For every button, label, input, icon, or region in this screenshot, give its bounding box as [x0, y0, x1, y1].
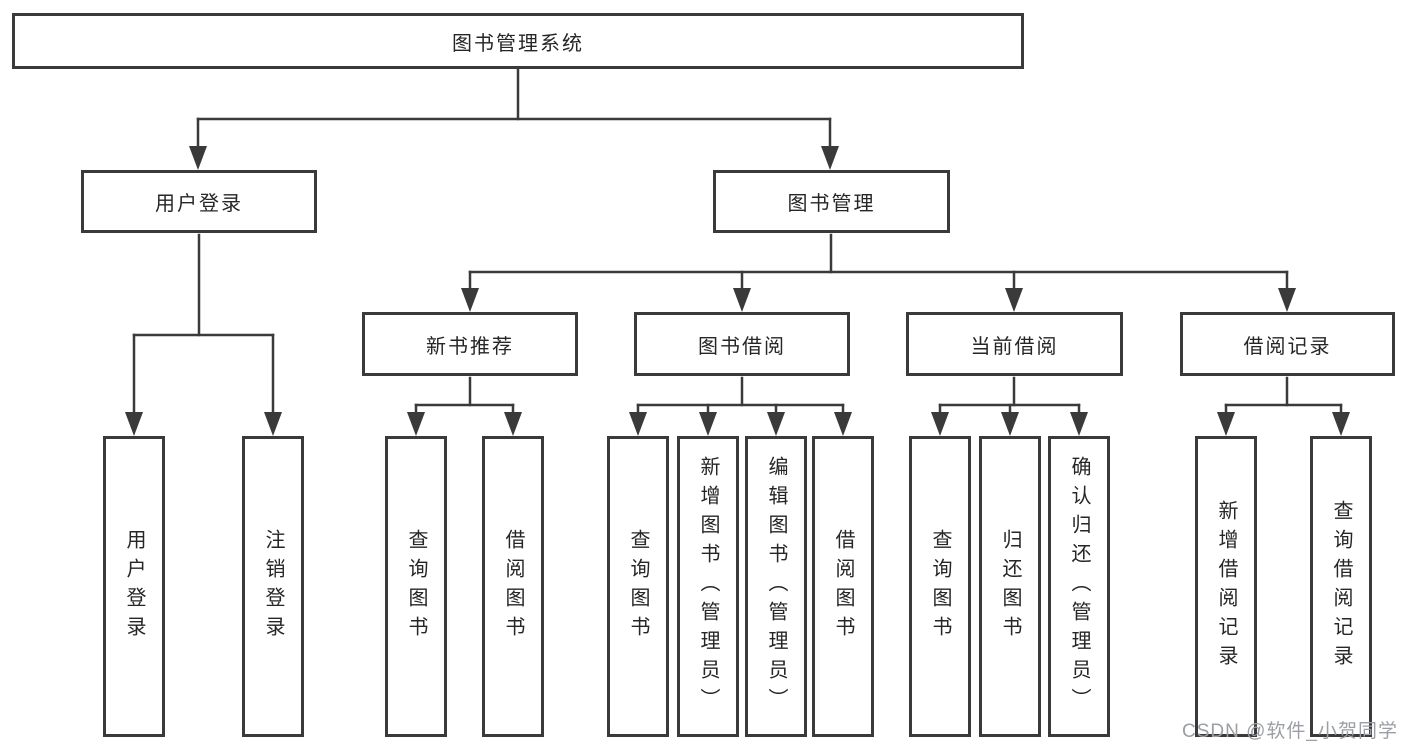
- node-new-book-recommend-label: 新书推荐: [426, 335, 514, 358]
- leaf-query-book-current: 查询图书: [909, 436, 971, 737]
- node-current-borrow-label: 当前借阅: [970, 335, 1059, 358]
- node-borrow-record: 借阅记录: [1180, 312, 1395, 376]
- leaf-borrow-book-recommend-label: 借阅图书: [502, 528, 524, 645]
- node-new-book-recommend: 新书推荐: [362, 312, 578, 376]
- leaf-query-book-recommend-label: 查询图书: [405, 528, 427, 645]
- csdn-watermark: CSDN @软件_小贺同学: [1182, 721, 1398, 742]
- leaf-query-borrow-record-label: 查询借阅记录: [1330, 499, 1352, 674]
- leaf-add-borrow-record: 新增借阅记录: [1195, 436, 1257, 737]
- leaf-query-borrow-record: 查询借阅记录: [1310, 436, 1372, 737]
- node-user-login-label: 用户登录: [155, 193, 243, 215]
- leaf-borrow-book-recommend: 借阅图书: [482, 436, 544, 737]
- node-book-borrow: 图书借阅: [634, 312, 850, 376]
- arrowheads: [125, 146, 1350, 436]
- leaf-add-borrow-record-label: 新增借阅记录: [1215, 499, 1237, 674]
- node-current-borrow: 当前借阅: [906, 312, 1123, 376]
- node-root: 图书管理系统: [12, 13, 1024, 69]
- leaf-query-book-borrow-label: 查询图书: [627, 528, 649, 645]
- node-book-management: 图书管理: [713, 170, 950, 233]
- leaf-confirm-return-admin: 确认归还（管理员）: [1048, 436, 1110, 737]
- node-book-management-label: 图书管理: [787, 193, 876, 215]
- leaf-confirm-return-admin-label: 确认归还（管理员）: [1068, 456, 1090, 717]
- leaf-user-login-label: 用户登录: [123, 528, 145, 645]
- node-root-label: 图书管理系统: [452, 32, 584, 55]
- leaf-logout: 注销登录: [242, 436, 304, 737]
- leaf-add-book-admin-label: 新增图书（管理员）: [697, 456, 719, 717]
- node-book-borrow-label: 图书借阅: [698, 335, 786, 358]
- leaf-query-book-recommend: 查询图书: [385, 436, 447, 737]
- leaf-query-book-current-label: 查询图书: [929, 528, 951, 645]
- leaf-edit-book-admin-label: 编辑图书（管理员）: [765, 456, 787, 717]
- leaf-logout-label: 注销登录: [262, 528, 284, 645]
- leaf-query-book-borrow: 查询图书: [607, 436, 669, 737]
- leaf-user-login: 用户登录: [103, 436, 165, 737]
- node-borrow-record-label: 借阅记录: [1243, 335, 1332, 358]
- leaf-borrow-book-label: 借阅图书: [832, 528, 854, 645]
- leaf-return-book: 归还图书: [979, 436, 1041, 737]
- leaf-return-book-label: 归还图书: [999, 528, 1021, 645]
- node-user-login: 用户登录: [81, 170, 317, 233]
- leaf-edit-book-admin: 编辑图书（管理员）: [745, 436, 807, 737]
- leaf-add-book-admin: 新增图书（管理员）: [677, 436, 739, 737]
- leaf-borrow-book: 借阅图书: [812, 436, 874, 737]
